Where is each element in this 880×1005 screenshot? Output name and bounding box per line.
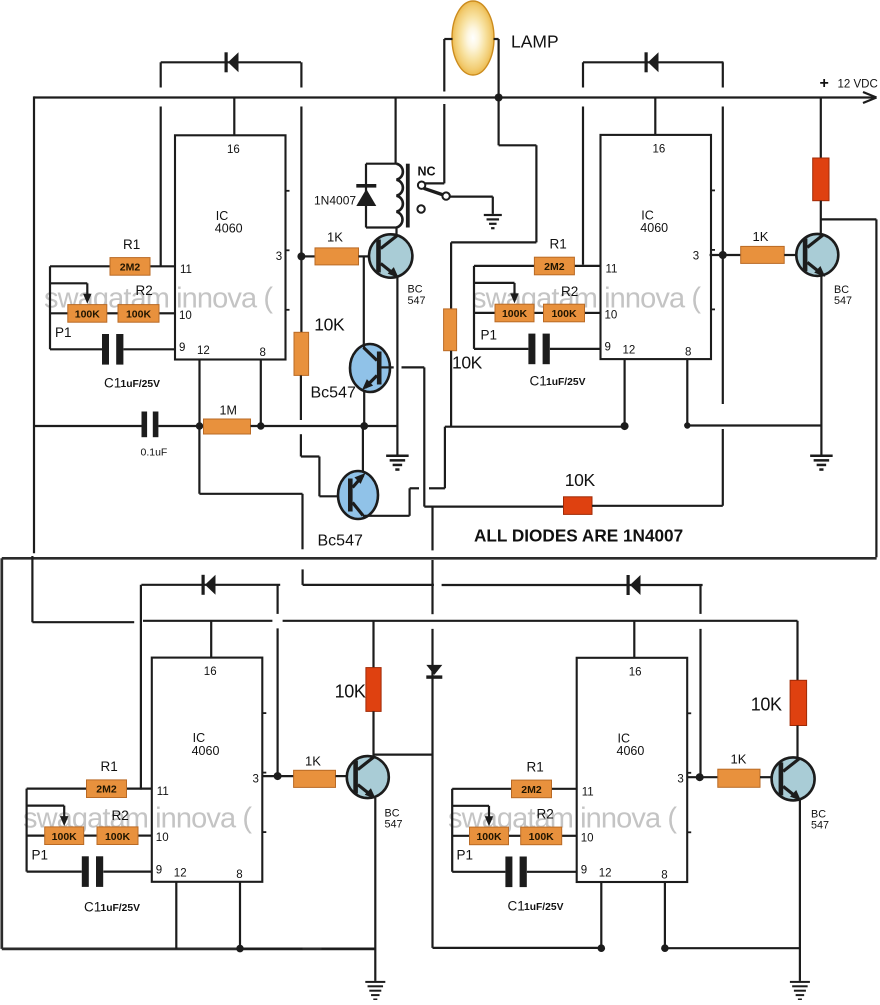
svg-text:0.1uF: 0.1uF (141, 447, 168, 459)
svg-text:1M: 1M (220, 404, 237, 418)
svg-text:R2: R2 (561, 284, 578, 299)
svg-text:10K: 10K (565, 470, 596, 490)
svg-text:10K: 10K (751, 695, 782, 715)
svg-text:10K: 10K (452, 353, 483, 373)
svg-text:NC: NC (418, 165, 436, 179)
svg-text:2M2: 2M2 (544, 261, 565, 273)
svg-text:+: + (820, 75, 829, 92)
svg-text:R1: R1 (527, 760, 544, 775)
svg-text:1K: 1K (305, 754, 321, 769)
svg-text:4060: 4060 (640, 221, 668, 235)
svg-text:R2: R2 (112, 808, 129, 823)
svg-text:9: 9 (581, 865, 587, 877)
svg-text:10: 10 (156, 832, 169, 844)
svg-text:1uF/25V: 1uF/25V (524, 902, 564, 913)
svg-text:IC: IC (193, 731, 206, 745)
svg-text:100K: 100K (551, 308, 577, 320)
svg-text:ALL DIODES ARE 1N4007: ALL DIODES ARE 1N4007 (474, 526, 683, 546)
svg-text:8: 8 (685, 347, 691, 359)
svg-text:100K: 100K (502, 308, 528, 320)
svg-text:100K: 100K (126, 309, 152, 321)
svg-text:C1: C1 (530, 374, 547, 389)
svg-text:4060: 4060 (215, 222, 243, 236)
svg-text:R2: R2 (136, 283, 153, 298)
svg-text:C1: C1 (508, 899, 525, 914)
svg-text:12: 12 (599, 868, 612, 880)
svg-text:R2: R2 (537, 807, 554, 822)
svg-text:BC: BC (811, 809, 826, 821)
svg-text:BC: BC (834, 284, 849, 296)
svg-text:1K: 1K (753, 229, 769, 244)
svg-text:547: 547 (408, 295, 426, 307)
svg-text:12 VDC: 12 VDC (838, 79, 878, 91)
svg-text:10: 10 (179, 310, 192, 322)
svg-text:P1: P1 (457, 848, 474, 863)
svg-text:16: 16 (227, 144, 240, 156)
svg-text:Bc547: Bc547 (318, 533, 363, 550)
svg-text:1K: 1K (731, 752, 747, 767)
svg-text:547: 547 (385, 819, 403, 831)
svg-text:8: 8 (260, 347, 266, 359)
svg-text:1N4007: 1N4007 (314, 194, 356, 208)
svg-text:P1: P1 (481, 328, 498, 343)
svg-text:12: 12 (174, 867, 187, 879)
svg-text:1uF/25V: 1uF/25V (101, 903, 141, 914)
svg-text:2M2: 2M2 (96, 784, 117, 796)
svg-text:C1: C1 (84, 900, 101, 915)
svg-text:C1: C1 (104, 376, 121, 391)
svg-text:547: 547 (811, 820, 829, 832)
svg-text:9: 9 (156, 864, 162, 876)
svg-text:BC: BC (385, 808, 400, 820)
svg-text:547: 547 (834, 295, 852, 307)
svg-text:R1: R1 (550, 237, 567, 252)
svg-text:8: 8 (661, 869, 667, 881)
svg-text:3: 3 (253, 773, 259, 785)
svg-text:2M2: 2M2 (521, 784, 542, 796)
svg-text:9: 9 (605, 342, 611, 354)
svg-text:P1: P1 (32, 848, 49, 863)
svg-text:IC: IC (641, 209, 654, 223)
svg-text:Bc547: Bc547 (311, 385, 356, 402)
svg-text:100K: 100K (529, 831, 555, 843)
svg-text:IC: IC (216, 209, 229, 223)
svg-text:16: 16 (653, 144, 666, 156)
svg-text:11: 11 (606, 263, 618, 275)
svg-text:R1: R1 (101, 759, 118, 774)
svg-text:10: 10 (581, 832, 594, 844)
svg-text:4060: 4060 (617, 744, 645, 758)
svg-text:100K: 100K (105, 831, 131, 843)
svg-text:12: 12 (197, 345, 210, 357)
svg-text:3: 3 (276, 251, 282, 263)
svg-text:3: 3 (677, 774, 683, 786)
svg-text:100K: 100K (476, 831, 502, 843)
svg-text:16: 16 (629, 666, 642, 678)
svg-text:11: 11 (180, 264, 192, 276)
svg-text:1uF/25V: 1uF/25V (121, 379, 161, 390)
svg-text:100K: 100K (75, 309, 101, 321)
svg-text:3: 3 (693, 251, 699, 263)
svg-text:1uF/25V: 1uF/25V (546, 377, 586, 388)
svg-text:4060: 4060 (192, 744, 220, 758)
svg-text:9: 9 (179, 342, 185, 354)
svg-text:P1: P1 (55, 325, 72, 340)
svg-text:16: 16 (204, 666, 217, 678)
svg-text:1K: 1K (327, 230, 343, 245)
svg-text:11: 11 (157, 786, 169, 798)
svg-text:100K: 100K (52, 831, 78, 843)
svg-text:8: 8 (236, 869, 242, 881)
svg-text:LAMP: LAMP (511, 32, 559, 52)
svg-text:12: 12 (623, 345, 636, 357)
svg-text:10K: 10K (335, 681, 366, 701)
svg-text:R1: R1 (123, 237, 140, 252)
svg-text:10K: 10K (314, 315, 345, 335)
svg-text:11: 11 (582, 786, 594, 798)
svg-text:IC: IC (618, 731, 631, 745)
svg-text:10: 10 (605, 309, 618, 321)
svg-text:BC: BC (408, 284, 423, 296)
svg-text:2M2: 2M2 (120, 261, 141, 273)
